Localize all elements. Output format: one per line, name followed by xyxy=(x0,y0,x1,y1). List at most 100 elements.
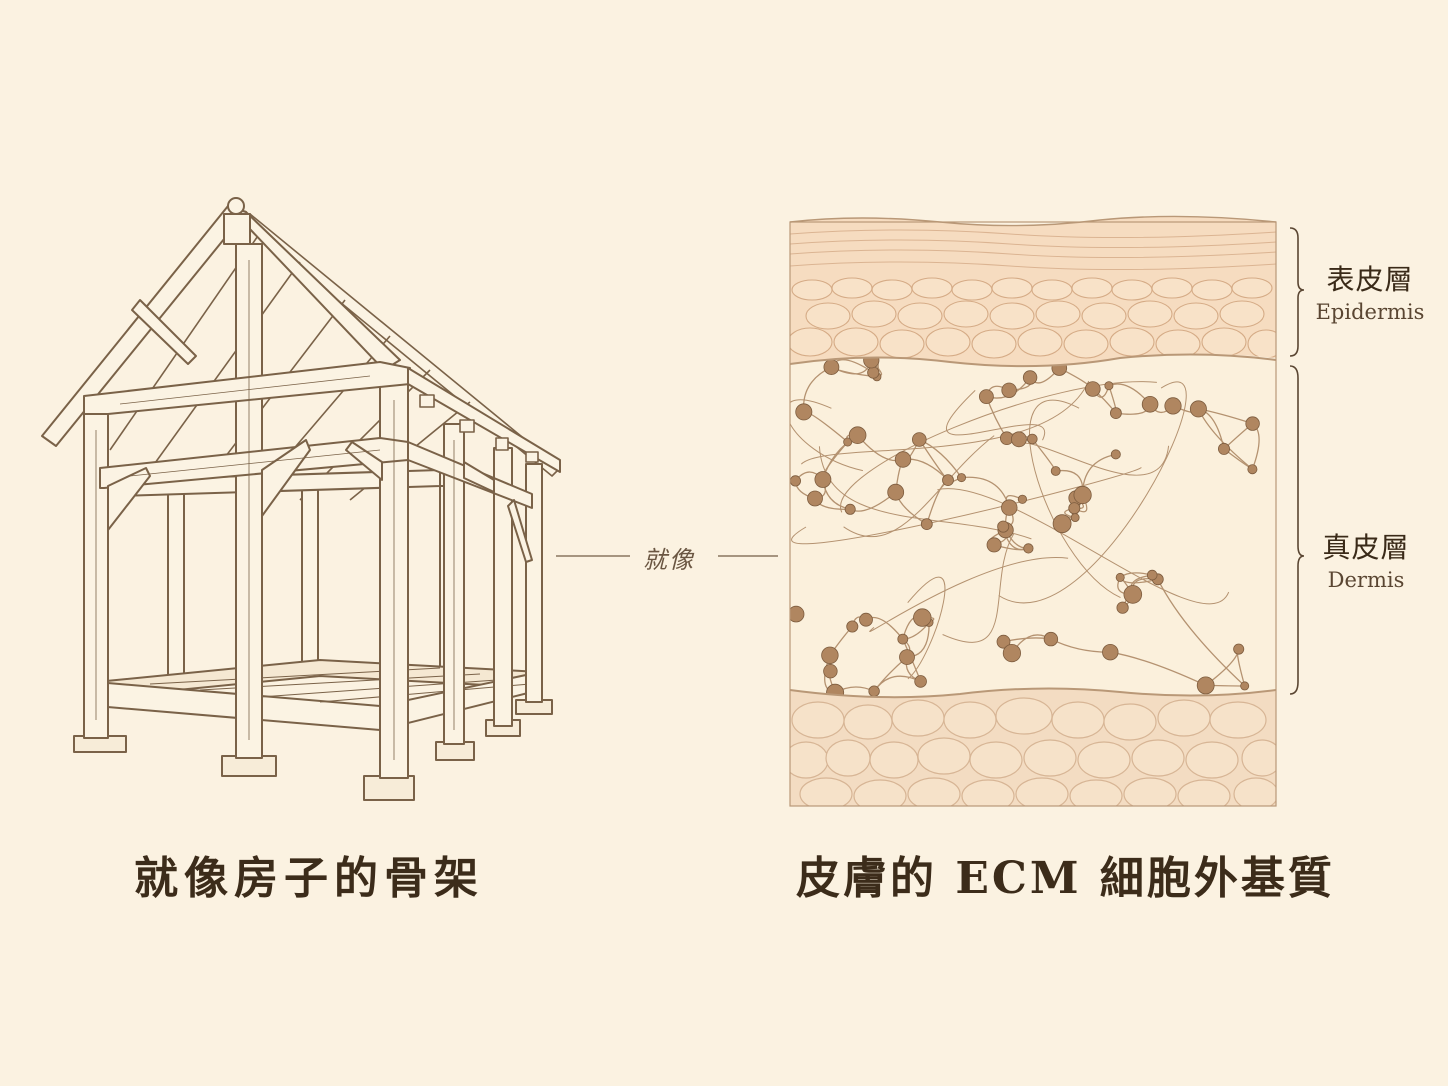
house-frame-illustration xyxy=(41,197,561,801)
fibroblast-cell xyxy=(790,605,805,623)
fibroblast-cell xyxy=(859,612,873,627)
fibroblast-cells xyxy=(790,354,1260,698)
fibroblast-cell xyxy=(1001,499,1018,516)
fibroblast-cell xyxy=(846,620,859,633)
collagen-fiber xyxy=(790,399,864,472)
fibroblast-cell xyxy=(1085,381,1101,397)
wood-grain xyxy=(95,260,455,760)
dermis-label: 真皮層 Dermis xyxy=(1304,526,1428,592)
fibroblast-cell xyxy=(821,646,839,665)
fibroblast-cell xyxy=(1141,395,1159,413)
fibroblast-cell xyxy=(790,475,802,487)
collagen-fiber xyxy=(907,576,946,680)
fibroblast-cell xyxy=(1102,644,1119,661)
fibroblast-cell xyxy=(1164,397,1182,415)
fibroblast-cell xyxy=(1050,466,1061,476)
fibroblast-cell xyxy=(795,403,813,421)
fibroblast-cell xyxy=(942,474,954,487)
collagen-fiber xyxy=(869,557,1069,633)
fibroblast-cell xyxy=(997,520,1010,533)
fibroblast-cell xyxy=(823,664,838,679)
fibroblast-cell xyxy=(1116,601,1129,614)
epidermis-label-zh: 表皮層 xyxy=(1326,263,1414,296)
fibroblast-cell xyxy=(1245,416,1260,431)
fibroblast-cell xyxy=(1104,381,1114,391)
fibroblast-cell xyxy=(1043,631,1059,647)
collagen-fiber xyxy=(1015,442,1170,476)
collagen-fiber xyxy=(843,435,995,538)
fibroblast-cell xyxy=(986,537,1002,553)
fibroblast-cell xyxy=(1022,370,1038,385)
fibroblast-cell xyxy=(1001,382,1017,399)
collagen-fiber xyxy=(998,381,1187,604)
dermis-label-zh: 真皮層 xyxy=(1322,531,1410,564)
fibroblast-cell xyxy=(920,518,933,530)
fibroblast-cell xyxy=(867,366,880,379)
floor-platform xyxy=(95,659,541,731)
fibroblast-cell xyxy=(843,437,853,447)
fibroblast-cell xyxy=(1017,494,1028,504)
fibroblast-cell xyxy=(1115,572,1125,582)
fibroblast-cell xyxy=(911,432,927,447)
fibroblast-cell xyxy=(979,389,994,405)
fibroblast-cell xyxy=(1052,514,1072,534)
fibroblast-cell xyxy=(807,490,823,507)
fibroblast-cell xyxy=(913,608,932,627)
fibroblast-cell xyxy=(899,649,915,665)
fibroblast-cell xyxy=(1189,400,1207,418)
epidermis-label: 表皮層 Epidermis xyxy=(1308,258,1432,324)
dermo-epidermal-junction xyxy=(789,353,1277,368)
fibroblast-cell xyxy=(1070,513,1080,522)
fibroblast-cell xyxy=(1218,442,1231,455)
fibroblast-cell xyxy=(914,675,927,688)
fibroblast-cell xyxy=(1027,433,1038,445)
dermis-label-en: Dermis xyxy=(1327,568,1405,592)
fibroblast-cell xyxy=(894,451,912,468)
connector-label: 就像 xyxy=(643,546,695,574)
rear-posts xyxy=(167,485,457,677)
collagen-fiber xyxy=(937,488,1230,605)
fibroblast-cell xyxy=(1011,431,1027,448)
fibroblast-cell xyxy=(1023,543,1034,554)
collagen-fiber xyxy=(942,533,1015,643)
fibroblast-cell xyxy=(1123,585,1143,604)
fibroblast-cell xyxy=(868,685,880,697)
layer-brackets xyxy=(1289,227,1305,695)
fibroblast-cell xyxy=(1073,485,1092,505)
house-caption: 就像房子的骨架 xyxy=(134,853,484,904)
collagen-fiber xyxy=(1029,399,1121,599)
section-frame xyxy=(789,221,1277,807)
fibroblast-cell xyxy=(848,426,867,445)
epidermis-layer xyxy=(790,216,1276,367)
fibroblast-cell xyxy=(1196,676,1215,695)
fibroblast-cell xyxy=(1110,449,1121,460)
fibroblast-cell xyxy=(823,359,840,376)
epidermis-bracket xyxy=(1289,227,1305,357)
fibroblast-cell xyxy=(844,503,856,515)
ecm-caption: 皮膚的 ECM 細胞外基質 xyxy=(796,853,1335,904)
fibroblast-cell xyxy=(957,473,967,483)
fibroblast-cell xyxy=(887,483,905,501)
fibroblast-cell xyxy=(1233,643,1245,655)
collagen-fiber xyxy=(946,390,1046,441)
epidermis-label-en: Epidermis xyxy=(1315,300,1425,324)
braces xyxy=(107,299,533,563)
dermis-bracket xyxy=(1289,365,1305,695)
collagen-fiber xyxy=(1110,651,1206,686)
collagen-fiber xyxy=(791,467,1142,545)
fibroblast-cell xyxy=(1068,502,1081,515)
fibroblast-cell xyxy=(996,634,1011,649)
fibroblast-cell xyxy=(1110,407,1122,420)
fibroblast-cell xyxy=(1247,464,1258,475)
dermis-layer xyxy=(790,354,1276,698)
fibroblast-cell xyxy=(1002,643,1022,663)
dermis-hypodermis-boundary xyxy=(789,687,1277,699)
front-posts xyxy=(83,243,543,779)
fibroblast-cell xyxy=(1240,681,1250,691)
hypodermis-layer xyxy=(790,688,1276,806)
skin-surface-line xyxy=(789,215,1277,227)
fibroblast-cell xyxy=(1146,569,1158,581)
fibroblast-cell xyxy=(897,633,909,645)
front-gable xyxy=(41,197,401,447)
